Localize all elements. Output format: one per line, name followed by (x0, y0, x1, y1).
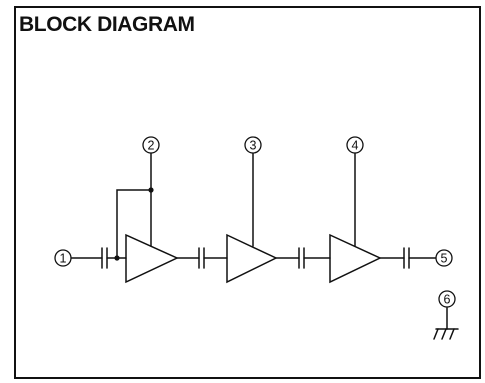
diagram-frame (14, 6, 481, 379)
amplifier-2 (226, 233, 278, 284)
junction-dot-bias (148, 187, 154, 193)
capacitor-4 (403, 247, 410, 269)
pin-1-label: 1 (60, 252, 67, 266)
pin-6-label: 6 (444, 293, 451, 307)
pin-2-label: 2 (148, 139, 155, 153)
pin-6-circle (438, 290, 456, 308)
pin-3-label: 3 (250, 139, 257, 153)
pin-3-circle (244, 136, 262, 154)
wire-bias-loop (116, 189, 152, 259)
capacitor-3 (298, 247, 305, 269)
ground-symbol (433, 307, 459, 340)
pin-5-label: 5 (441, 252, 448, 266)
pin-2-circle (142, 136, 160, 154)
junction-dot-input (114, 255, 120, 261)
capacitor-2 (198, 247, 205, 269)
capacitor-1 (101, 247, 108, 269)
pin-5-circle (435, 249, 453, 267)
pin-4-circle (346, 136, 364, 154)
pin-1-circle (54, 249, 72, 267)
diagram-title: BLOCK DIAGRAM (19, 13, 195, 36)
pin-4-label: 4 (352, 139, 359, 153)
